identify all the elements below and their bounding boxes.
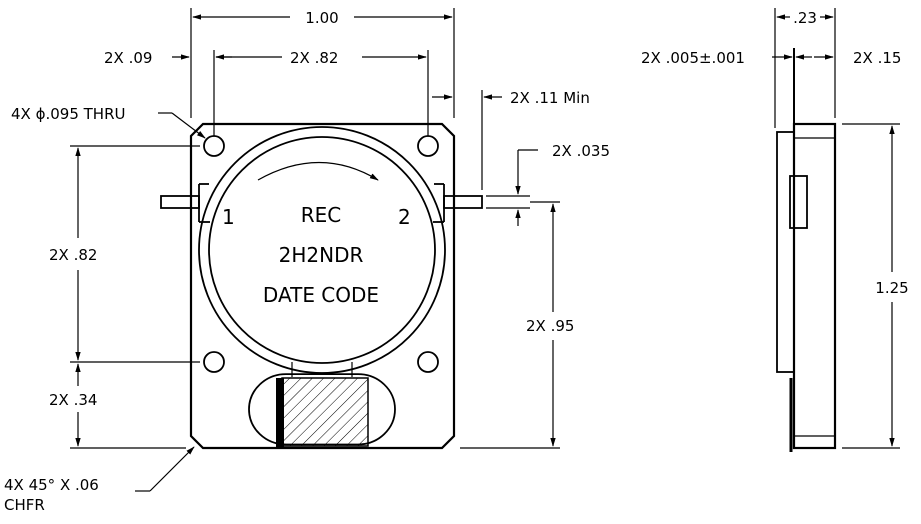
termination-resistor [248, 373, 396, 448]
front-view: 1 2 REC 2H2NDR DATE CODE [160, 122, 483, 450]
side-view-dimensions: .23 2X .005±.001 2X .15 1.25 [641, 8, 909, 449]
side-body-main [792, 122, 837, 450]
dim-hole-spacing-horizontal: 2X .82 [290, 49, 338, 67]
dim-tab-height: 2X .95 [526, 317, 574, 335]
side-dim-thickness: .23 [793, 9, 817, 27]
port-1-label: 1 [222, 205, 235, 229]
port-tab-left [160, 183, 210, 223]
dim-overall-width: 1.00 [305, 9, 338, 27]
rotation-arrow [257, 161, 379, 181]
dim-bottom-offset: 2X .34 [49, 391, 97, 409]
mounting-hole [203, 351, 225, 373]
dim-chamfer-line-1: 4X 45° X .06 [4, 476, 99, 494]
marking-line-3: DATE CODE [263, 283, 379, 307]
circulator-housing-inner [208, 136, 436, 364]
dim-tab-thickness: 2X .035 [552, 142, 610, 160]
circulator-housing-outer [198, 126, 446, 374]
mounting-hole [203, 135, 225, 157]
side-dim-tab-offset: 2X .15 [853, 49, 901, 67]
dim-edge-offset: 2X .09 [104, 49, 152, 67]
dim-tab-min: 2X .11 Min [510, 89, 590, 107]
marking-line-1: REC [301, 203, 342, 227]
dim-holes-callout: 4X ϕ.095 THRU [11, 105, 126, 123]
side-tab-block [789, 175, 808, 229]
marking-line-2: 2H2NDR [279, 243, 364, 267]
side-body-cover [776, 131, 795, 373]
dim-chamfer-line-2: CHFR [4, 496, 45, 514]
dim-hole-spacing-vertical: 2X .82 [49, 246, 97, 264]
port-tab-right [433, 183, 483, 223]
front-view-dimensions: 1.00 2X .09 2X .82 2X .11 Min 2X .035 4X… [4, 8, 610, 514]
side-dim-tab-thickness: 2X .005±.001 [641, 49, 745, 67]
device-outline [189, 122, 456, 450]
side-dim-height: 1.25 [875, 279, 908, 297]
mounting-hole [417, 135, 439, 157]
mounting-hole [417, 351, 439, 373]
side-view [776, 48, 837, 452]
port-2-label: 2 [398, 205, 411, 229]
